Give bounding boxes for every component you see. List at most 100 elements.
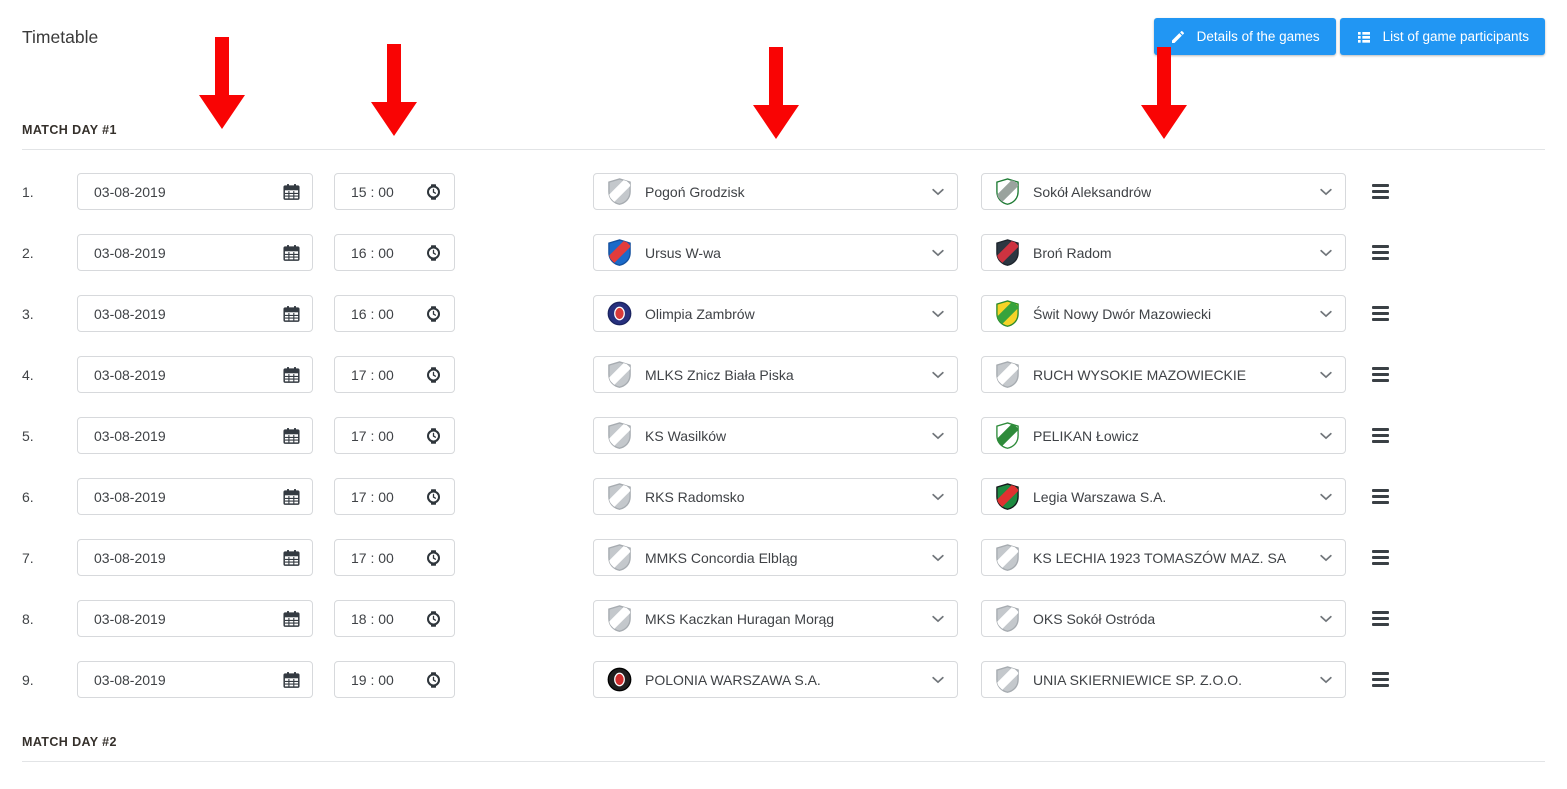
clock-icon[interactable] bbox=[425, 244, 442, 261]
time-input[interactable]: 16 : 00 bbox=[334, 234, 455, 271]
away-team-name: Legia Warszawa S.A. bbox=[1033, 488, 1167, 505]
calendar-icon[interactable] bbox=[283, 488, 300, 505]
calendar-icon[interactable] bbox=[283, 610, 300, 627]
away-team-select[interactable]: RUCH WYSOKIE MAZOWIECKIE bbox=[981, 356, 1346, 393]
date-value: 03-08-2019 bbox=[94, 183, 166, 200]
away-team-name: KS LECHIA 1923 TOMASZÓW MAZ. SA bbox=[1033, 549, 1287, 566]
time-input[interactable]: 17 : 00 bbox=[334, 356, 455, 393]
time-input[interactable]: 19 : 00 bbox=[334, 661, 455, 698]
calendar-icon[interactable] bbox=[283, 549, 300, 566]
date-input[interactable]: 03-08-2019 bbox=[77, 478, 313, 515]
date-value: 03-08-2019 bbox=[94, 427, 166, 444]
home-team-name: KS Wasilków bbox=[645, 427, 727, 444]
chevron-down-icon bbox=[1320, 188, 1332, 195]
time-value: 16 : 00 bbox=[351, 305, 394, 322]
clock-icon[interactable] bbox=[425, 183, 442, 200]
home-team-name: RKS Radomsko bbox=[645, 488, 745, 505]
chevron-down-icon bbox=[1320, 432, 1332, 439]
home-team-select[interactable]: Ursus W-wa bbox=[593, 234, 958, 271]
away-team-select[interactable]: OKS Sokół Ostróda bbox=[981, 600, 1346, 637]
away-team-select[interactable]: Świt Nowy Dwór Mazowiecki bbox=[981, 295, 1346, 332]
time-value: 17 : 00 bbox=[351, 427, 394, 444]
calendar-icon[interactable] bbox=[283, 671, 300, 688]
away-team-select[interactable]: UNIA SKIERNIEWICE SP. Z.O.O. bbox=[981, 661, 1346, 698]
away-team-name: OKS Sokół Ostróda bbox=[1033, 610, 1156, 627]
calendar-icon[interactable] bbox=[283, 427, 300, 444]
home-team-select[interactable]: RKS Radomsko bbox=[593, 478, 958, 515]
away-team-select[interactable]: Legia Warszawa S.A. bbox=[981, 478, 1346, 515]
details-of-games-label: Details of the games bbox=[1196, 29, 1320, 44]
chevron-down-icon bbox=[932, 371, 944, 378]
away-team-select[interactable]: KS LECHIA 1923 TOMASZÓW MAZ. SA bbox=[981, 539, 1346, 576]
time-input[interactable]: 17 : 00 bbox=[334, 417, 455, 454]
date-value: 03-08-2019 bbox=[94, 488, 166, 505]
list-of-participants-button[interactable]: List of game participants bbox=[1339, 18, 1545, 55]
time-input[interactable]: 16 : 00 bbox=[334, 295, 455, 332]
time-value: 17 : 00 bbox=[351, 366, 394, 383]
clock-icon[interactable] bbox=[425, 366, 442, 383]
drag-handle-icon[interactable] bbox=[1370, 363, 1391, 386]
drag-handle-icon[interactable] bbox=[1370, 424, 1391, 447]
date-value: 03-08-2019 bbox=[94, 671, 166, 688]
team-crest-icon bbox=[995, 605, 1021, 632]
time-input[interactable]: 15 : 00 bbox=[334, 173, 455, 210]
clock-icon[interactable] bbox=[425, 671, 442, 688]
drag-handle-icon[interactable] bbox=[1370, 302, 1391, 325]
clock-icon[interactable] bbox=[425, 488, 442, 505]
date-input[interactable]: 03-08-2019 bbox=[77, 539, 313, 576]
date-input[interactable]: 03-08-2019 bbox=[77, 356, 313, 393]
home-team-select[interactable]: MLKS Znicz Biała Piska bbox=[593, 356, 958, 393]
clock-icon[interactable] bbox=[425, 549, 442, 566]
time-input[interactable]: 17 : 00 bbox=[334, 478, 455, 515]
drag-handle-icon[interactable] bbox=[1370, 241, 1391, 264]
calendar-icon[interactable] bbox=[283, 305, 300, 322]
team-crest-icon bbox=[607, 239, 633, 266]
drag-handle-icon[interactable] bbox=[1370, 546, 1391, 569]
drag-handle-icon[interactable] bbox=[1370, 180, 1391, 203]
clock-icon[interactable] bbox=[425, 305, 442, 322]
away-team-select[interactable]: Sokół Aleksandrów bbox=[981, 173, 1346, 210]
date-input[interactable]: 03-08-2019 bbox=[77, 417, 313, 454]
team-crest-icon bbox=[607, 178, 633, 205]
date-value: 03-08-2019 bbox=[94, 244, 166, 261]
drag-handle-icon[interactable] bbox=[1370, 485, 1391, 508]
time-input[interactable]: 17 : 00 bbox=[334, 539, 455, 576]
home-team-select[interactable]: MMKS Concordia Elbląg bbox=[593, 539, 958, 576]
away-team-name: Sokół Aleksandrów bbox=[1033, 183, 1152, 200]
match-row: 4. 03-08-2019 17 : 00 bbox=[22, 356, 1545, 393]
date-input[interactable]: 03-08-2019 bbox=[77, 234, 313, 271]
home-team-select[interactable]: Olimpia Zambrów bbox=[593, 295, 958, 332]
match-row: 8. 03-08-2019 18 : 00 bbox=[22, 600, 1545, 637]
match-row: 9. 03-08-2019 19 : 00 bbox=[22, 661, 1545, 698]
date-input[interactable]: 03-08-2019 bbox=[77, 600, 313, 637]
clock-icon[interactable] bbox=[425, 610, 442, 627]
match-number: 5. bbox=[22, 427, 34, 444]
calendar-icon[interactable] bbox=[283, 244, 300, 261]
details-of-games-button[interactable]: Details of the games bbox=[1153, 18, 1336, 55]
time-value: 16 : 00 bbox=[351, 244, 394, 261]
home-team-select[interactable]: POLONIA WARSZAWA S.A. bbox=[593, 661, 958, 698]
date-input[interactable]: 03-08-2019 bbox=[77, 173, 313, 210]
match-number: 9. bbox=[22, 671, 34, 688]
date-input[interactable]: 03-08-2019 bbox=[77, 295, 313, 332]
chevron-down-icon bbox=[1320, 493, 1332, 500]
clock-icon[interactable] bbox=[425, 427, 442, 444]
date-value: 03-08-2019 bbox=[94, 366, 166, 383]
team-crest-icon bbox=[607, 361, 633, 388]
team-crest-icon bbox=[995, 361, 1021, 388]
chevron-down-icon bbox=[932, 310, 944, 317]
date-input[interactable]: 03-08-2019 bbox=[77, 661, 313, 698]
calendar-icon[interactable] bbox=[283, 366, 300, 383]
match-row: 3. 03-08-2019 16 : 00 bbox=[22, 295, 1545, 332]
home-team-select[interactable]: Pogoń Grodzisk bbox=[593, 173, 958, 210]
away-team-select[interactable]: PELIKAN Łowicz bbox=[981, 417, 1346, 454]
away-team-select[interactable]: Broń Radom bbox=[981, 234, 1346, 271]
time-input[interactable]: 18 : 00 bbox=[334, 600, 455, 637]
calendar-icon[interactable] bbox=[283, 183, 300, 200]
home-team-select[interactable]: MKS Kaczkan Huragan Morąg bbox=[593, 600, 958, 637]
team-crest-icon bbox=[995, 483, 1021, 510]
home-team-select[interactable]: KS Wasilków bbox=[593, 417, 958, 454]
drag-handle-icon[interactable] bbox=[1370, 668, 1391, 691]
away-team-name: PELIKAN Łowicz bbox=[1033, 427, 1139, 444]
drag-handle-icon[interactable] bbox=[1370, 607, 1391, 630]
